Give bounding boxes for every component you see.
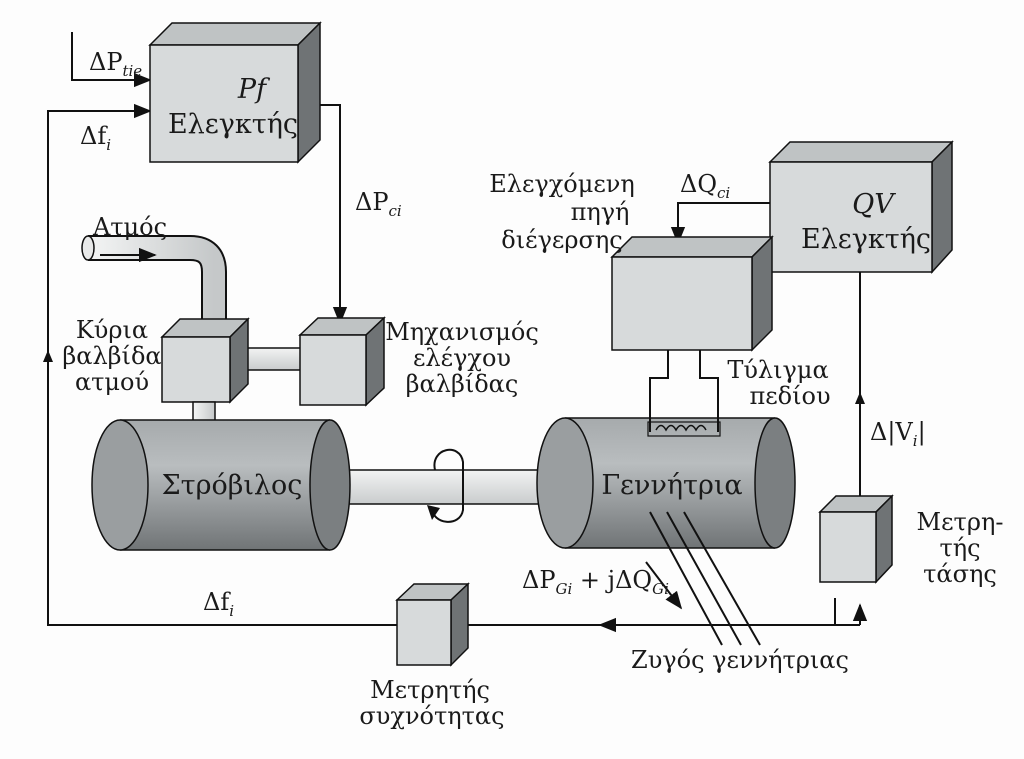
- steam-label: Ατμός: [92, 213, 167, 241]
- voltage-meter-label-3: τάσης: [923, 560, 997, 588]
- field-winding-leads: [649, 348, 719, 432]
- delta-q-ci-label: ΔQci: [680, 170, 730, 202]
- main-valve-label-1: Κύρια: [76, 316, 148, 344]
- pf-controller-title: Pf: [237, 74, 270, 105]
- valve-mechanism-label-2: ελέγχου: [413, 344, 511, 372]
- main-valve-label-3: ατμού: [75, 368, 149, 396]
- delta-q-ci-line: [670, 202, 770, 245]
- qv-controller-label: Ελεγκτής: [801, 224, 931, 255]
- rotation-arrowhead: [427, 505, 440, 520]
- voltage-meter-label-1: Μετρη-: [917, 508, 1004, 536]
- field-coil-icon: [655, 424, 707, 432]
- exciter-block: [610, 235, 774, 352]
- delta-f-top-label: Δfi: [80, 122, 111, 154]
- pf-controller-label: Ελεγκτής: [168, 109, 298, 140]
- frequency-meter-block: [395, 582, 470, 667]
- delta-v-label: Δ|Vi|: [870, 418, 926, 450]
- rotation-arrow: [431, 448, 464, 523]
- steam-pipe: [88, 237, 225, 330]
- field-winding-label-2: πεδίου: [749, 382, 830, 410]
- main-valve-block: [160, 317, 250, 404]
- qv-controller-title: QV: [852, 189, 896, 220]
- frequency-meter-label-1: Μετρητής: [370, 676, 490, 704]
- field-winding-slot: [647, 421, 721, 437]
- field-winding-label-1: Τύλιγμα: [727, 356, 828, 384]
- generator-label: Γεννήτρια: [601, 470, 742, 501]
- generator-bus-label: Ζυγός γεννήτριας: [631, 646, 849, 674]
- steam-pipe-end: [81, 235, 95, 261]
- delta-p-ci-label: ΔPci: [355, 188, 402, 220]
- voltage-arrowhead: [855, 392, 865, 404]
- turbine-label: Στρόβιλος: [162, 470, 303, 501]
- power-flow-arrow: [645, 561, 683, 610]
- exciter-label-3: διέγερσης: [501, 226, 622, 254]
- delta-f-bottom-label: Δfi: [203, 588, 234, 620]
- power-label: ΔPGi + jΔQGi: [522, 566, 669, 598]
- pf-controller-block: [148, 21, 322, 164]
- delta-p-tie-line: [71, 32, 152, 88]
- frequency-feedback-line: [47, 103, 836, 626]
- qv-controller-block: [768, 140, 954, 274]
- exciter-label-1: Ελεγχόμενη: [489, 170, 635, 198]
- valve-mechanism-label-1: Μηχανισμός: [385, 318, 539, 346]
- frequency-meter-label-2: συχνότητας: [359, 702, 504, 730]
- valve-mechanism-block: [298, 316, 386, 407]
- valve-mechanism-label-3: βαλβίδας: [406, 370, 519, 398]
- voltage-meter-label-2: τής: [939, 534, 980, 562]
- voltage-meter-block: [818, 494, 894, 584]
- feedback-arrowhead: [43, 350, 53, 362]
- delta-p-tie-label: ΔPtie: [89, 48, 142, 80]
- generator-bus-lines: [649, 511, 761, 646]
- generator-block: [536, 417, 796, 549]
- main-valve-label-2: βαλβίδα: [62, 342, 161, 370]
- exciter-label-2: πηγή: [571, 198, 630, 226]
- turbine-block: [91, 419, 351, 551]
